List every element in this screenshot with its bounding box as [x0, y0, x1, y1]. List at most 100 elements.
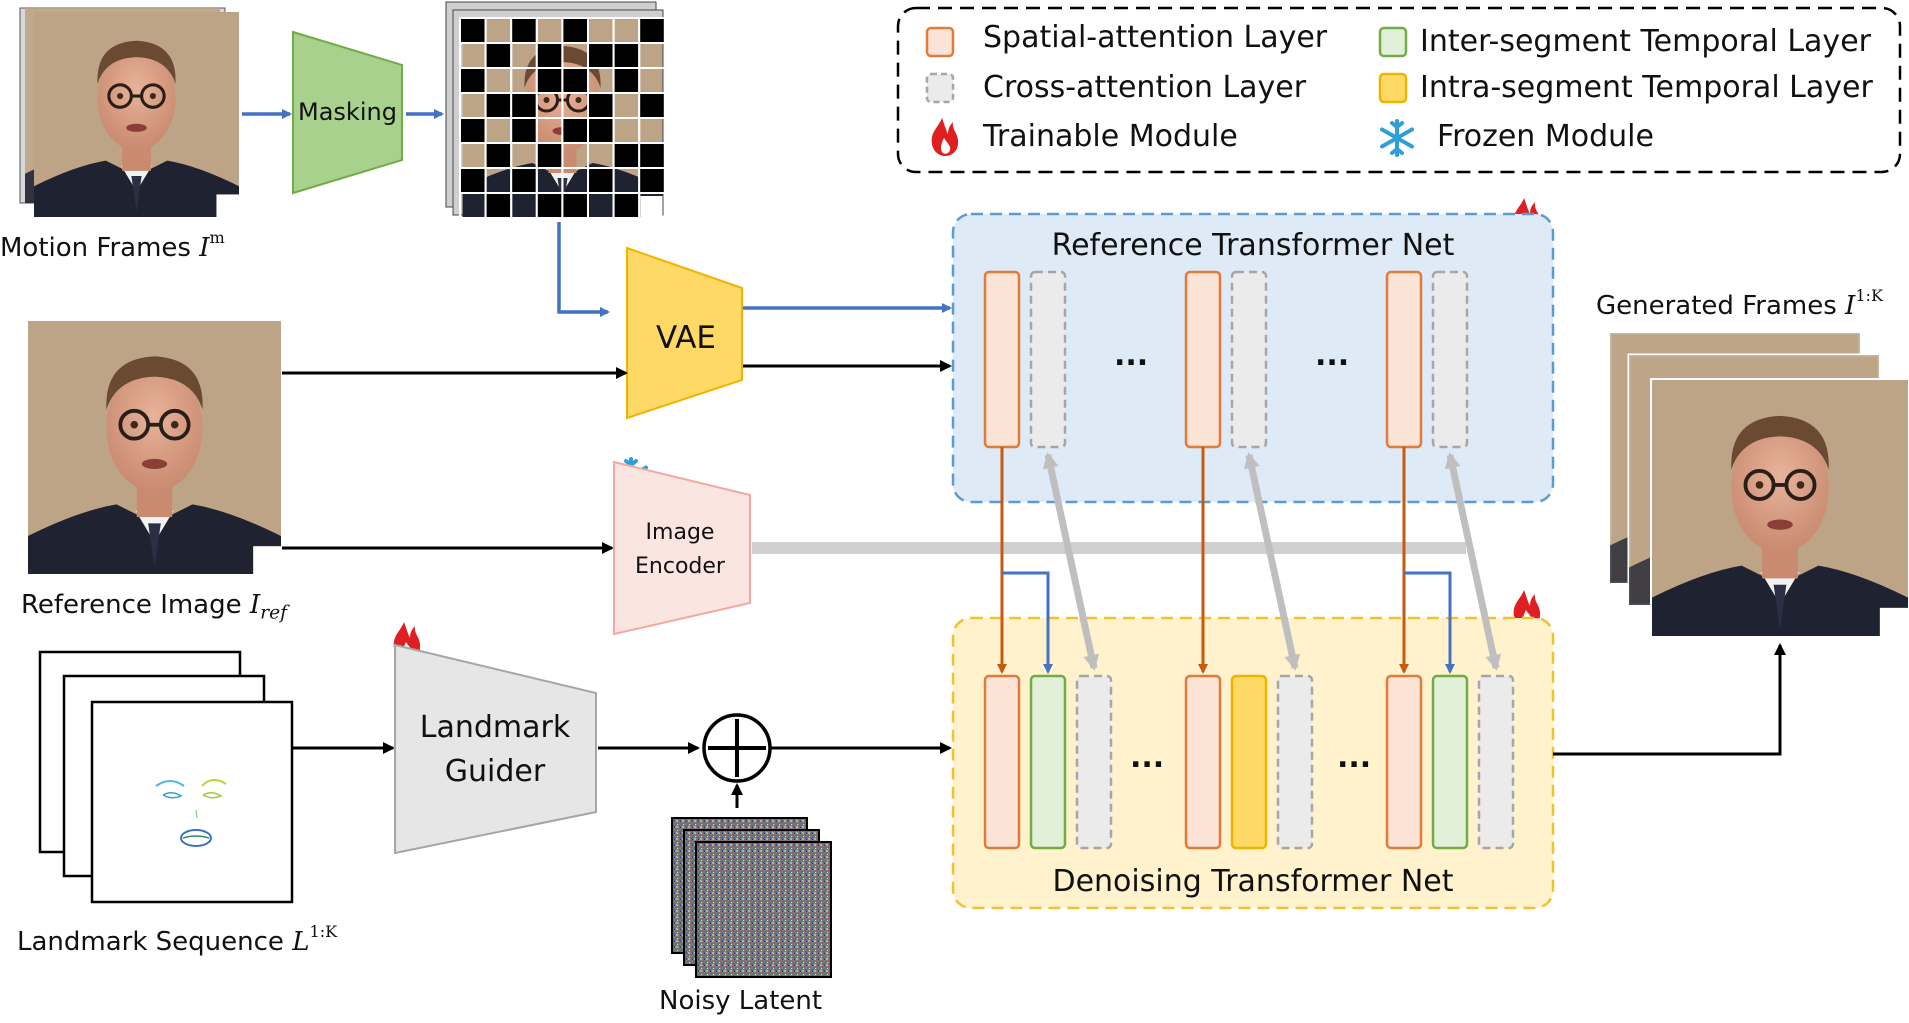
- mask-cell: [535, 42, 564, 69]
- landmark-sequence-label: Landmark Sequence: [17, 926, 284, 957]
- masking-label: Masking: [298, 98, 397, 126]
- mask-cell: [510, 167, 538, 194]
- image-encoder-label-2: Encoder: [635, 554, 725, 579]
- mask-cell: [612, 142, 641, 169]
- legend-box: [896, 6, 1902, 174]
- den-ellipsis-2: ...: [1337, 740, 1372, 775]
- denoising-net-title: Denoising Transformer Net: [1052, 864, 1454, 899]
- mask-cell: [612, 42, 641, 69]
- mask-cell: [587, 92, 615, 119]
- cross-attention-layer: [1276, 674, 1314, 850]
- reference-image-symbol: I: [249, 590, 261, 620]
- generated-frames-image: [1608, 331, 1908, 636]
- den-ellipsis-1: ...: [1130, 740, 1165, 775]
- arrow-denoise-to-output: [1553, 643, 1786, 756]
- mask-cell: [638, 17, 666, 44]
- landmark-sequence-caption: Landmark Sequence L1:K: [17, 922, 337, 957]
- gray-arrow-cross: [1243, 452, 1301, 671]
- mask-cell: [587, 42, 615, 69]
- mask-cell: [638, 192, 666, 219]
- mask-cell: [459, 117, 487, 144]
- generated-frames-superscript: 1:K: [1855, 286, 1884, 305]
- cross-attention-layer: [1075, 674, 1113, 850]
- mask-cell: [638, 92, 666, 119]
- legend-cross-label: Cross-attention Layer: [983, 70, 1307, 105]
- image-encoder-label-1: Image: [645, 520, 715, 545]
- reference-image-label: Reference Image: [21, 590, 242, 620]
- mask-cell: [484, 42, 513, 69]
- mask-cell: [459, 167, 487, 194]
- generated-frames-label: Generated Frames: [1596, 290, 1837, 321]
- spatial-attention-layer: [1184, 674, 1222, 850]
- mask-cell: [484, 92, 513, 119]
- landmark-guider-module: [394, 643, 597, 855]
- legend-frozen-label: Frozen Module: [1437, 119, 1654, 154]
- cross-attention-layer: [1477, 674, 1515, 850]
- mask-cell: [484, 142, 513, 169]
- mask-cell: [510, 117, 538, 144]
- legend-intra-swatch: [1378, 72, 1408, 104]
- generated-frames-symbol: I: [1845, 290, 1856, 321]
- legend-inter-swatch: [1378, 26, 1408, 58]
- spatial-attention-layer: [1385, 674, 1423, 850]
- snowflake-icon: [1380, 119, 1414, 157]
- inter-segment-temporal-layer: [1431, 674, 1469, 850]
- reference-image-caption: Reference Image Iref: [21, 590, 287, 624]
- landmark-guider-label-2: Guider: [444, 754, 546, 789]
- mask-cell: [638, 167, 666, 194]
- mask-cell: [587, 117, 615, 144]
- cross-attention-layer: [1029, 270, 1067, 449]
- motion-frame-image: [34, 12, 239, 217]
- image-encoder-module: [613, 460, 751, 636]
- motion-frames-caption: Motion Frames Im: [0, 228, 225, 263]
- motion-frames-label: Motion Frames: [0, 232, 191, 263]
- noisy-latent-label: Noisy Latent: [659, 986, 823, 1016]
- vae-module: [626, 246, 743, 420]
- mask-cell: [535, 192, 564, 219]
- ref-ellipsis-2: ...: [1315, 338, 1350, 373]
- masked-frame-image: [459, 17, 666, 219]
- landmark-sequence-superscript: 1:K: [309, 922, 338, 941]
- mask-cell: [612, 67, 641, 94]
- intra-segment-temporal-layer: [1230, 674, 1268, 850]
- gray-arrow-cross: [1042, 452, 1100, 671]
- mask-cell: [510, 92, 538, 119]
- legend-intra-label: Intra-segment Temporal Layer: [1420, 70, 1873, 105]
- cross-attention-layer: [1230, 270, 1268, 449]
- spatial-attention-layer: [1385, 270, 1423, 449]
- mask-cell: [459, 17, 487, 44]
- legend-spatial-swatch: [925, 26, 955, 58]
- spatial-attention-layer: [983, 674, 1021, 850]
- mask-cell: [561, 17, 590, 44]
- reference-image-subscript: ref: [260, 602, 288, 624]
- motion-frames-superscript: m: [209, 228, 225, 247]
- mask-cell: [510, 17, 538, 44]
- generated-frames-caption: Generated Frames I1:K: [1596, 286, 1883, 321]
- arrow-masked-to-vae: [557, 222, 610, 317]
- add-operator-icon: [702, 713, 772, 783]
- mask-cell: [638, 142, 666, 169]
- mask-cell: [535, 67, 564, 94]
- vae-label: VAE: [656, 320, 717, 356]
- landmark-sequence-symbol: L: [292, 926, 310, 957]
- cross-attention-layer: [1431, 270, 1469, 449]
- landmark-guider-label-1: Landmark: [419, 710, 571, 745]
- mask-cell: [535, 142, 564, 169]
- ref-ellipsis-1: ...: [1114, 338, 1149, 373]
- reference-image: [27, 321, 282, 574]
- legend-trainable-label: Trainable Module: [983, 119, 1238, 154]
- mask-cell: [612, 192, 641, 219]
- legend-inter-label: Inter-segment Temporal Layer: [1420, 24, 1871, 59]
- landmark-frame-image: [90, 700, 294, 904]
- gray-arrow-cross: [1444, 452, 1502, 671]
- mask-cell: [459, 67, 487, 94]
- legend-spatial-label: Spatial-attention Layer: [983, 20, 1328, 55]
- mask-cell: [561, 117, 590, 144]
- mask-cell: [587, 167, 615, 194]
- fire-icon: [931, 118, 959, 156]
- reference-net-title: Reference Transformer Net: [1051, 228, 1455, 263]
- mask-cell: [484, 192, 513, 219]
- inter-segment-temporal-layer: [1029, 674, 1067, 850]
